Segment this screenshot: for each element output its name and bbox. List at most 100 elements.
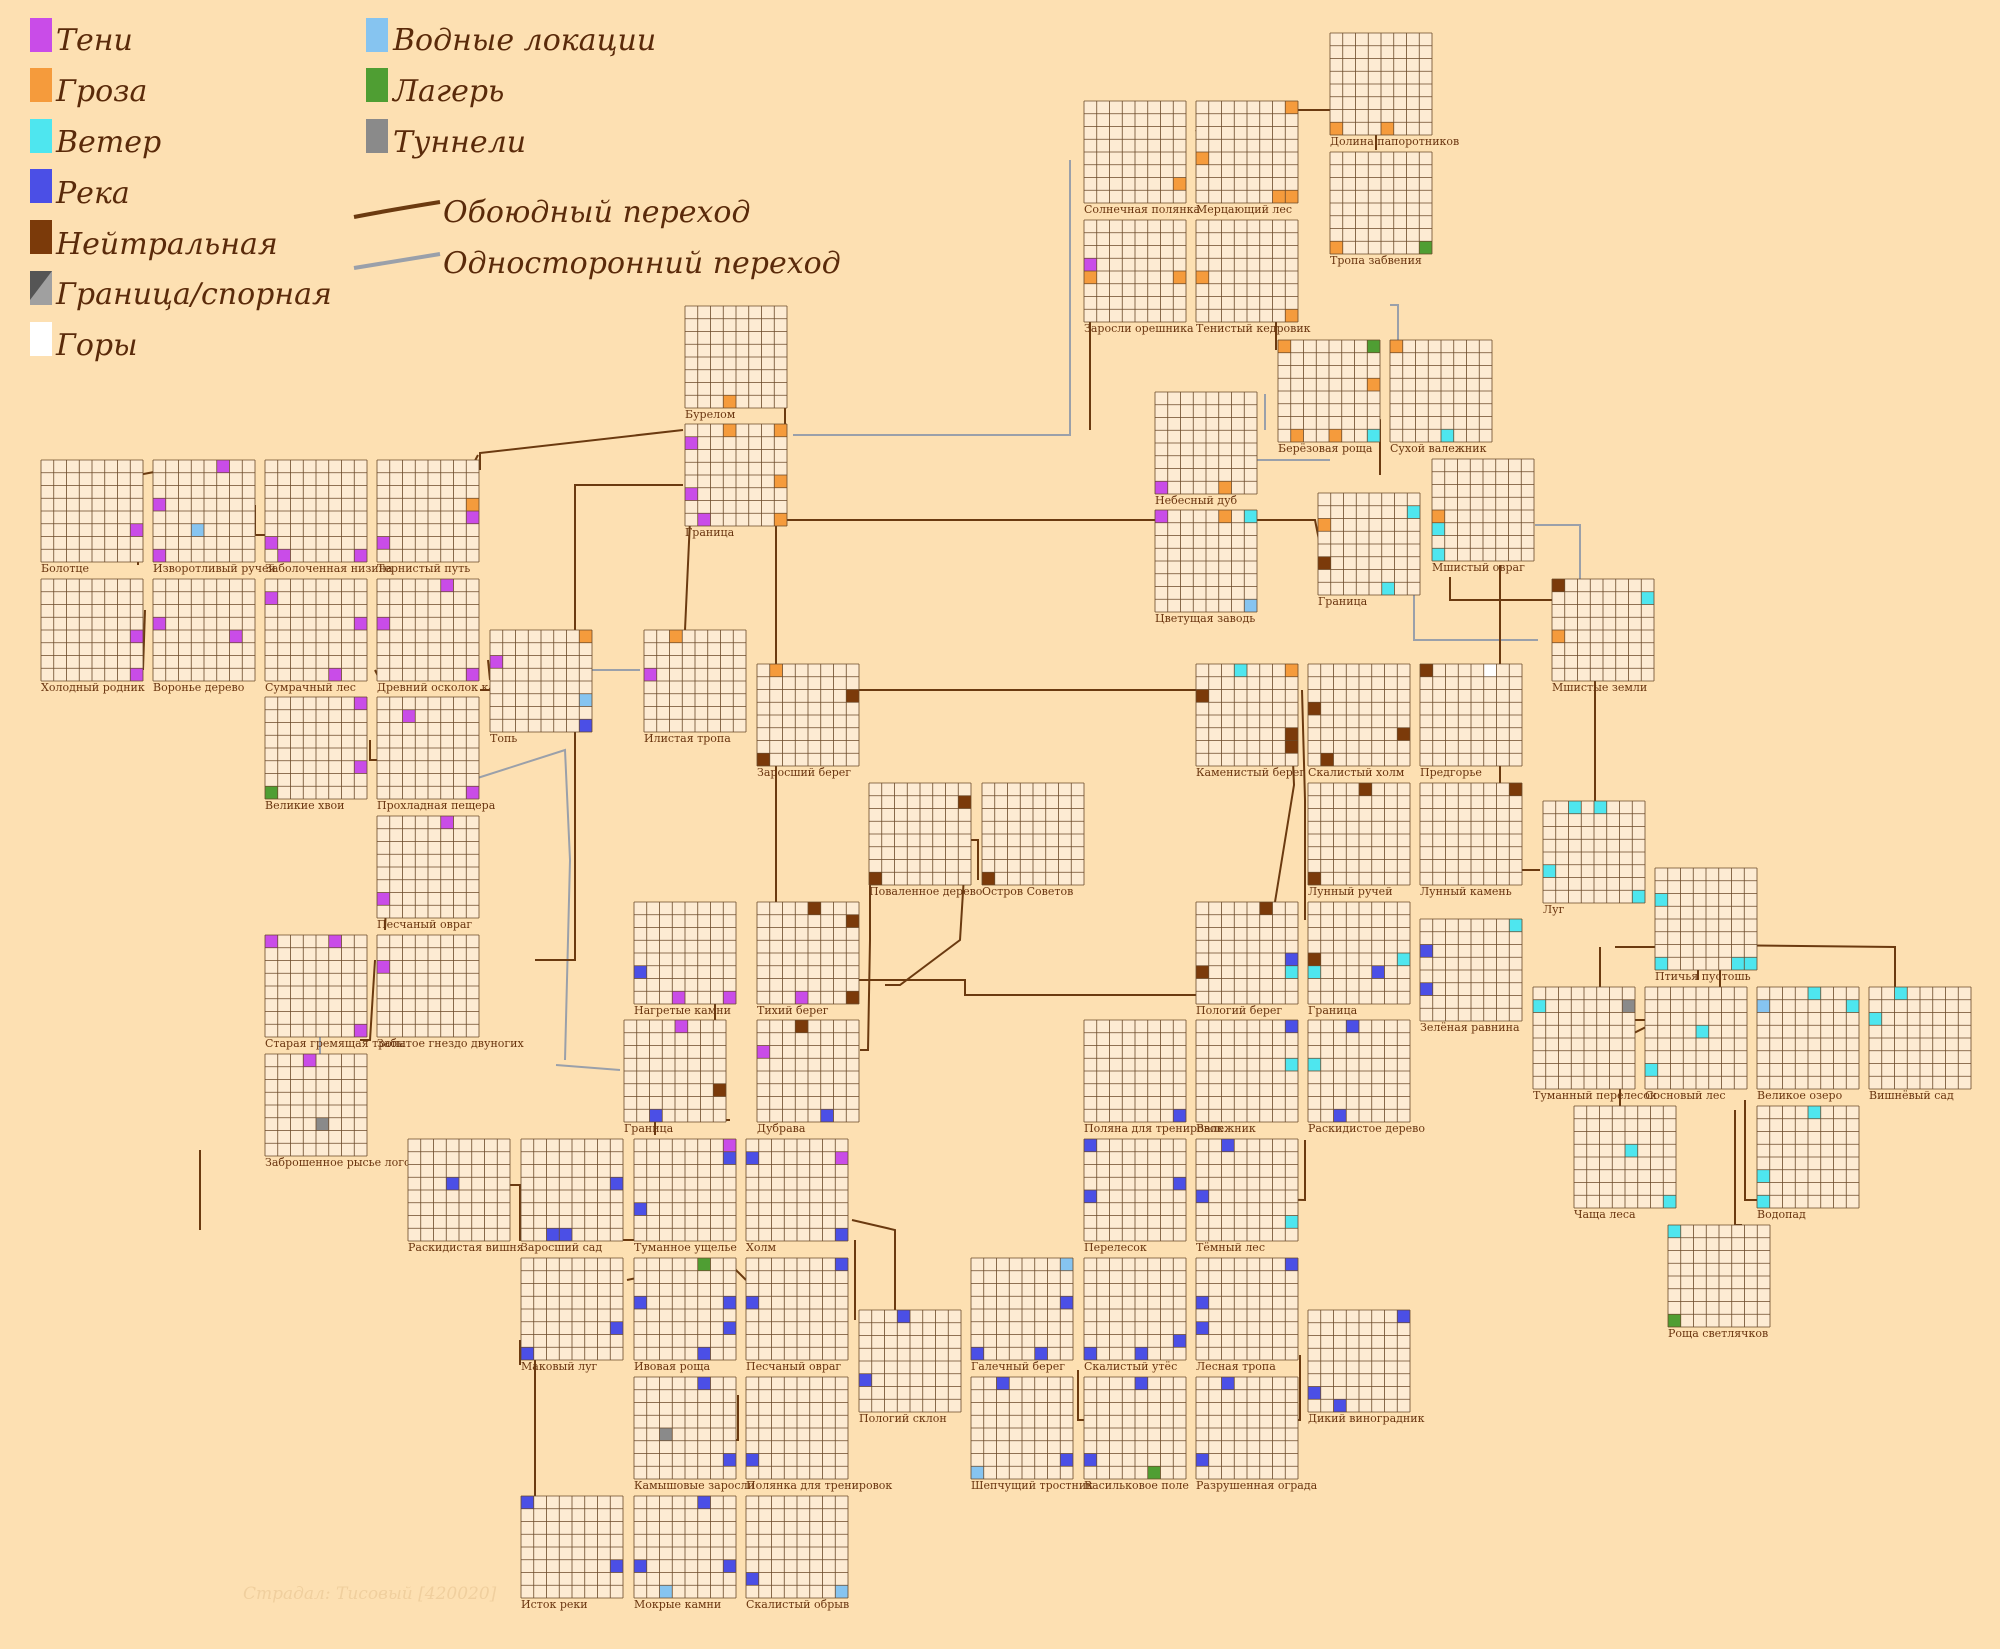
zone-cell [377,892,390,906]
location-grid: Бурелом [684,305,788,421]
zone-cell [402,709,416,723]
zone-cell [835,1151,848,1165]
grid-lines [633,1257,737,1361]
grid-lines [684,305,788,409]
zone-cell [685,436,698,450]
zone-cell [672,991,685,1004]
zone-cell [466,668,479,681]
zone-cell [1060,1296,1073,1309]
one-way-transition [1390,304,1399,340]
grid-lines [1277,339,1381,443]
location-grid: Дубрава [756,1019,860,1135]
location-grid: Полянка для тренировок [745,1376,892,1492]
location-label: Камышовые заросли [634,1479,755,1492]
grid-lines [1532,986,1636,1090]
one-way-transition [1413,565,1538,641]
two-way-transition [860,860,871,1051]
zone-cell [153,617,166,630]
grid-lines [1195,901,1299,1005]
location-label: Старая гремящая тропа [265,1037,406,1050]
location-grid: Старая гремящая тропа [264,934,406,1050]
location-grid: Небесный дуб [1154,391,1258,507]
grid-lines [1083,1376,1187,1480]
two-way-transition [1077,1370,1084,1421]
zone-cell [521,1496,534,1509]
location-grid: Чаща леса [1573,1105,1677,1221]
legend-item-two-way: Обоюдный переход [353,195,750,230]
zone-cell [869,872,882,885]
location-grid: Предгорье [1419,663,1523,779]
zone-cell [1084,1347,1097,1360]
zone-cell [774,424,787,437]
zone-cell [634,1559,647,1573]
location-label: Холм [746,1241,776,1254]
zone-cell [1533,999,1546,1013]
location-grid: Илистая тропа [643,629,747,745]
zone-cell [835,1585,848,1598]
location-label: Мшистый овраг [1432,561,1525,574]
location-grid: Поваленное дерево [868,782,983,898]
zone-cell [354,697,367,710]
zone-cell [1320,753,1334,766]
legend-swatch-mountains [30,322,52,356]
grid-lines [858,1309,962,1413]
zone-cell [1196,689,1209,703]
grid-lines [756,663,860,767]
grid-lines [756,901,860,1005]
zone-cell [265,786,278,799]
zone-cell [1308,1386,1321,1400]
location-grid: Мокрые камни [633,1495,737,1611]
zone-cell [1147,1466,1161,1479]
zone-cell [1084,1139,1097,1152]
location-label: Песчаный овраг [746,1360,841,1373]
zone-cell [1285,190,1298,203]
zone-cell [723,1296,736,1309]
zone-cell [1419,241,1432,254]
grid-lines [1083,1138,1187,1242]
zone-cell [1285,101,1298,114]
zone-cell [130,668,143,681]
zone-cell [1568,801,1582,814]
location-label: Полянка для тренировок [746,1479,892,1492]
legend-swatch-camp [366,68,388,102]
location-grid: Тенистый кедровик [1195,219,1311,335]
location-grid: Воронье дерево [152,578,256,694]
grid-lines [745,1376,849,1480]
zone-cell [466,498,479,511]
legend-label-mountains: Горы [55,328,138,363]
zone-cell [1397,953,1410,966]
zone-cell [546,1228,560,1241]
location-label: Лунный камень [1420,885,1512,898]
location-label: Граница [685,526,735,539]
grid-lines [1389,339,1493,443]
location-label: Дикий виноградник [1308,1412,1425,1425]
grid-lines [1195,1257,1299,1361]
location-grid: Изворотливый ручей [152,459,276,575]
two-way-transition [360,959,376,1041]
zone-cell [846,689,859,703]
zone-cell [1509,919,1522,932]
location-label: Раскидистое дерево [1308,1122,1425,1135]
zone-cell [1278,340,1291,353]
zone-cell [1641,591,1654,605]
location-label: Сухой валежник [1390,442,1487,455]
location-label: Великое озеро [1757,1089,1843,1102]
location-grid: Солнечная полянка [1083,100,1201,216]
zone-cell [971,1466,984,1479]
zone-cell [1696,1025,1709,1038]
location-grid: Раскидистая вишня [407,1138,524,1254]
zone-cell [1731,957,1745,970]
zone-cell [1290,429,1304,442]
zone-cell [377,536,390,550]
zone-cell [723,991,736,1004]
legend-swatch-tunnels [366,119,388,153]
zone-cell [808,902,821,915]
zone-cell [1543,864,1556,878]
zone-cell [191,523,204,537]
location-label: Шепчущий тростник [971,1479,1093,1492]
location-grid: Пологий склон [858,1309,962,1425]
location-grid: Заброшенное рысье логово [264,1053,424,1169]
location-grid: Заросли орешника [1083,219,1194,335]
zone-cell [958,795,971,809]
legend-item-neutral: Нейтральная [30,220,278,262]
